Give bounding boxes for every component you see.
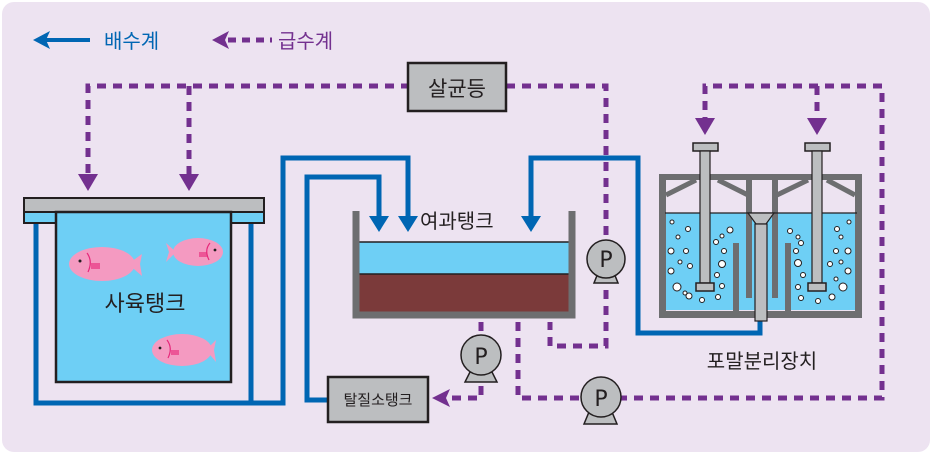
pump-filter-to-sterilizer: P: [586, 239, 626, 284]
rearing-tank-label: 사육탱크: [105, 292, 186, 317]
filter-tank: 여과탱크: [352, 209, 576, 319]
fish-icon: [166, 238, 223, 266]
drain-pipe-denitrification-to-filter: [304, 174, 382, 403]
sterilizer-label: 살균등: [428, 77, 486, 101]
fish-icon: [152, 334, 216, 366]
filter-tank-label: 여과탱크: [420, 209, 494, 233]
pump-icon: [580, 376, 622, 418]
fish-icon: [69, 247, 142, 281]
filter-media-layer: [359, 274, 569, 312]
legend-drain: 배수계: [33, 29, 159, 53]
supply-arrow-icon: [78, 174, 98, 191]
supply-arrow-icon: [179, 174, 199, 191]
supply-pipe-filter-to-sterilizer: [506, 83, 609, 349]
supply-pipe-sterilizer-to-tank-left: [85, 83, 410, 178]
background-panel: [2, 2, 930, 452]
supply-legend-arrow-icon: [212, 31, 229, 49]
bubbles: [667, 219, 852, 304]
supply-arrow-icon: [807, 118, 827, 135]
drain-arrowheads: [369, 216, 541, 232]
supply-pipe-filter-to-foam-separator: [515, 83, 885, 401]
denitrification-tank: 탈질소탱크: [326, 375, 430, 424]
legend: 배수계 급수계: [33, 29, 333, 53]
drain-arrow-icon: [398, 216, 418, 232]
tank-lid: [23, 197, 265, 213]
supply-arrowheads: [78, 118, 827, 407]
filter-tank-wall: [352, 211, 576, 319]
pump-icon: [460, 334, 502, 376]
drain-pipe-foam-separator-to-filter: [528, 155, 763, 336]
pump-filter-to-denitrification: P: [460, 334, 502, 383]
rearing-tank: 사육탱크: [23, 197, 265, 384]
pump-icon: [586, 239, 626, 279]
drain-pipe-rearing-to-filter: [33, 155, 411, 406]
drain-arrow-icon: [369, 216, 389, 232]
filter-water-layer: [359, 242, 569, 274]
foam-separator-label: 포말분리장치: [707, 349, 817, 373]
sterilizer-box: 살균등: [406, 61, 508, 113]
supply-pipes: [85, 83, 885, 401]
pump-label: P: [599, 248, 612, 273]
legend-supply: 급수계: [212, 29, 333, 53]
pump-filter-to-foam-separator: P: [580, 376, 622, 425]
denitrification-tank-label: 탈질소탱크: [343, 391, 412, 409]
foam-separator: 포말분리장치: [659, 142, 862, 373]
pump-label: P: [594, 387, 607, 412]
legend-drain-label: 배수계: [104, 29, 159, 53]
drain-pipes: [33, 155, 763, 406]
legend-supply-label: 급수계: [278, 29, 333, 53]
supply-arrow-icon: [695, 118, 715, 135]
supply-arrow-icon: [432, 389, 450, 407]
supply-pipe-filter-to-denitrification: [450, 322, 484, 401]
drain-arrow-icon: [521, 216, 541, 232]
pump-label: P: [474, 345, 487, 370]
drain-legend-arrow-icon: [33, 31, 50, 49]
